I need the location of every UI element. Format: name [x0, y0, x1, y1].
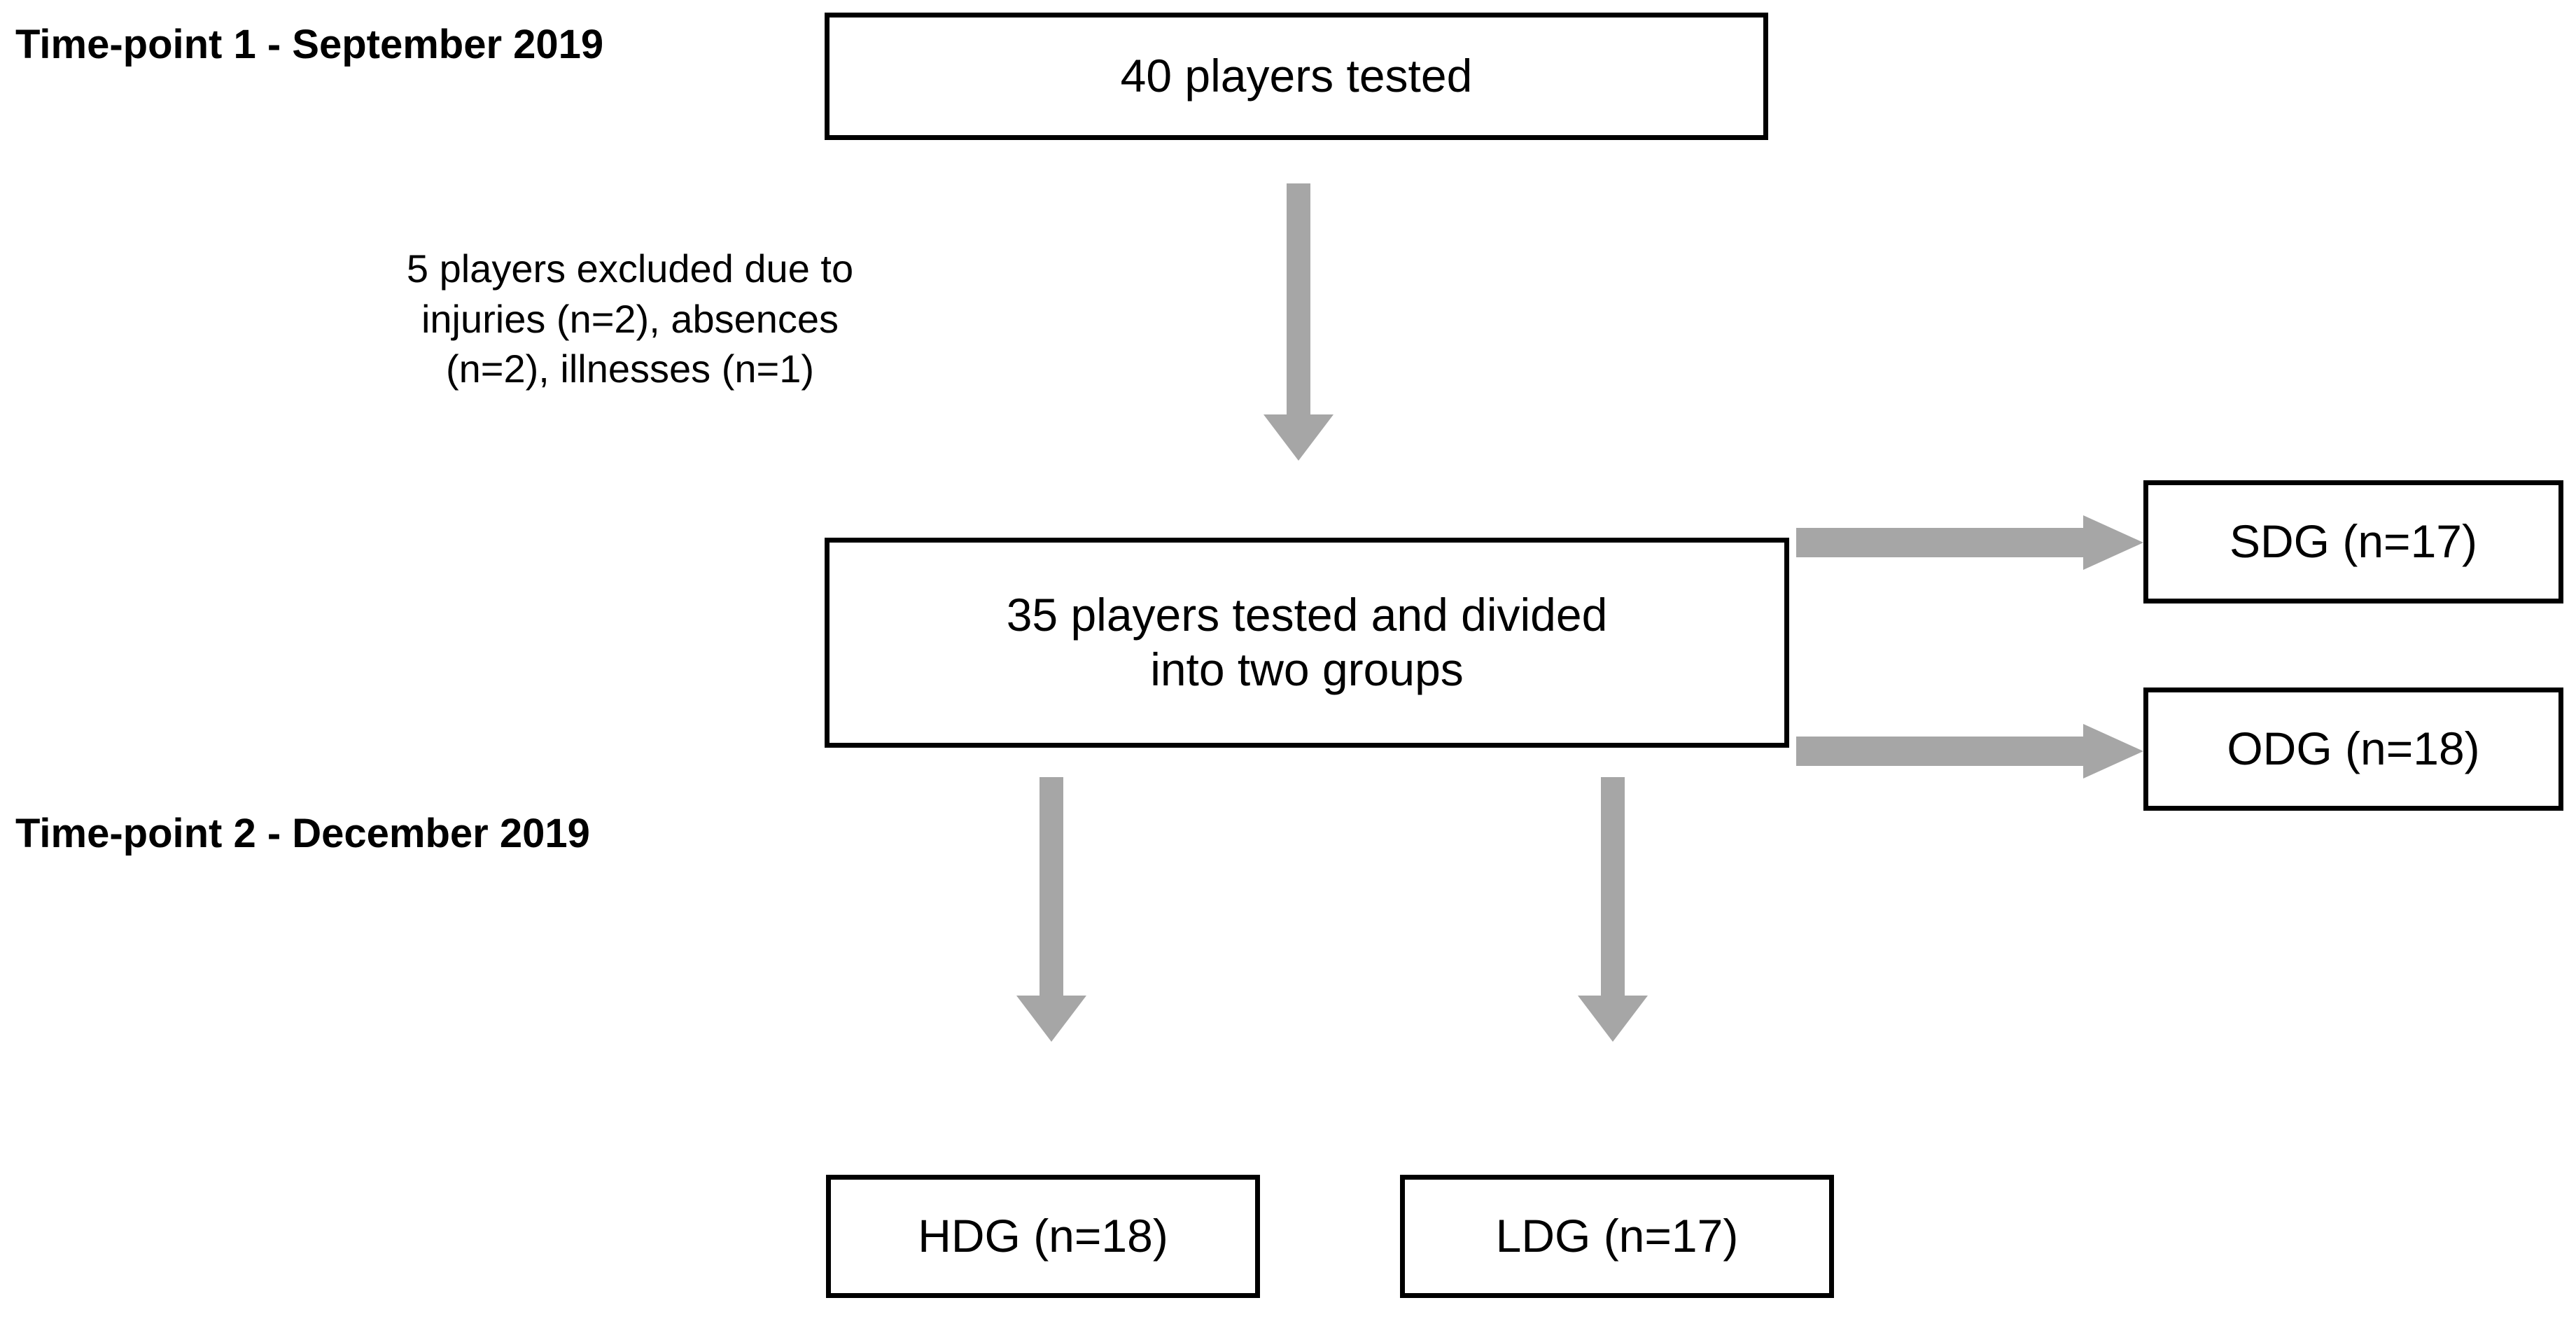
- node-35-players-divided-text: 35 players tested and divided into two g…: [1007, 588, 1608, 697]
- exclusion-line-3: (n=2), illnesses (n=1): [445, 347, 814, 391]
- node-sdg: SDG (n=17): [2143, 480, 2563, 603]
- arrow-down-middle-to-ldg-icon: [1578, 777, 1648, 1042]
- node-35-players-divided: 35 players tested and divided into two g…: [825, 538, 1789, 748]
- exclusion-annotation: 5 players excluded due to injuries (n=2)…: [322, 244, 938, 394]
- timepoint-2-label: Time-point 2 - December 2019: [15, 810, 590, 856]
- arrow-right-middle-to-odg-icon: [1796, 724, 2143, 779]
- node-ldg-text: LDG (n=17): [1495, 1210, 1739, 1262]
- node-hdg-text: HDG (n=18): [918, 1210, 1168, 1262]
- node-hdg: HDG (n=18): [826, 1175, 1260, 1298]
- node-40-players-tested-text: 40 players tested: [1120, 50, 1473, 102]
- arrow-down-middle-to-hdg-icon: [1016, 777, 1086, 1042]
- node-odg: ODG (n=18): [2143, 688, 2563, 811]
- arrow-down-top-to-middle-icon: [1264, 183, 1334, 461]
- exclusion-line-1: 5 players excluded due to: [406, 246, 854, 291]
- node-odg-text: ODG (n=18): [2227, 723, 2480, 775]
- node-35-line-2: into two groups: [1150, 643, 1464, 695]
- node-35-line-1: 35 players tested and divided: [1006, 589, 1608, 641]
- node-ldg: LDG (n=17): [1400, 1175, 1834, 1298]
- timepoint-1-label: Time-point 1 - September 2019: [15, 21, 604, 67]
- exclusion-line-2: injuries (n=2), absences: [421, 296, 839, 341]
- node-40-players-tested: 40 players tested: [825, 13, 1768, 140]
- arrow-right-middle-to-sdg-icon: [1796, 515, 2143, 570]
- node-sdg-text: SDG (n=17): [2230, 515, 2477, 568]
